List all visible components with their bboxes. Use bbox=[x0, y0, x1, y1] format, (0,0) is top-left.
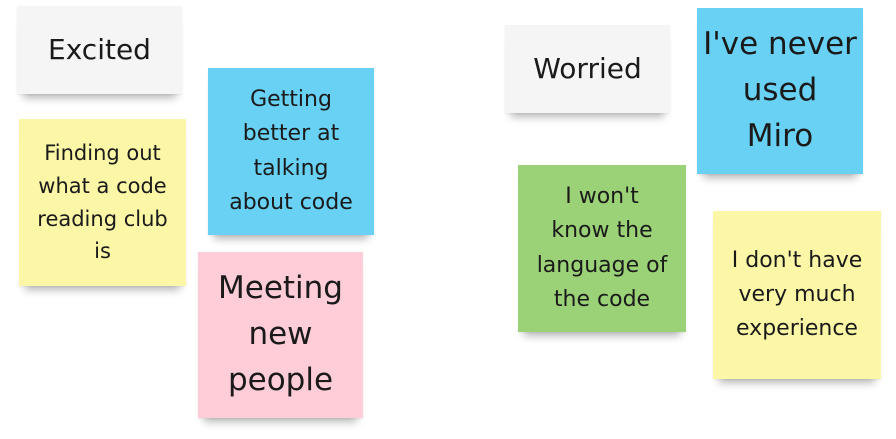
sticky-note-excited[interactable]: Excited bbox=[17, 6, 182, 94]
sticky-note-text: Finding out what a code reading club is bbox=[37, 141, 168, 264]
sticky-note-text: Worried bbox=[533, 52, 642, 86]
sticky-note-getting-better[interactable]: Getting better at talking about code bbox=[208, 68, 374, 235]
sticky-note-worried[interactable]: Worried bbox=[505, 25, 670, 113]
sticky-note-experience[interactable]: I don't have very much experience bbox=[713, 211, 881, 379]
sticky-note-text: I've never used Miro bbox=[703, 26, 857, 154]
sticky-note-finding-out[interactable]: Finding out what a code reading club is bbox=[19, 119, 186, 286]
sticky-note-language[interactable]: I won't know the language of the code bbox=[518, 165, 686, 332]
sticky-note-text: I don't have very much experience bbox=[731, 247, 863, 342]
sticky-note-text: Excited bbox=[48, 33, 151, 67]
sticky-note-text: Getting better at talking about code bbox=[229, 86, 353, 215]
sticky-note-text: Meeting new people bbox=[218, 270, 343, 398]
sticky-note-never-used-miro[interactable]: I've never used Miro bbox=[697, 8, 863, 174]
sticky-note-text: I won't know the language of the code bbox=[536, 183, 668, 312]
sticky-note-meeting-people[interactable]: Meeting new people bbox=[198, 252, 363, 418]
